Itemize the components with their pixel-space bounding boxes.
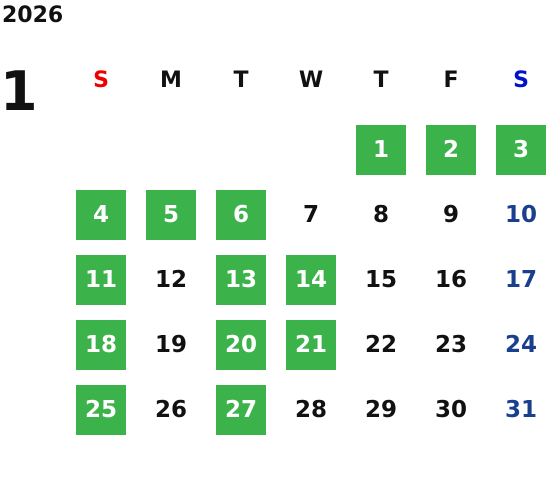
day-12[interactable]: 12 — [154, 267, 187, 293]
day-14[interactable]: 14 — [286, 255, 336, 305]
day-25[interactable]: 25 — [76, 385, 126, 435]
day-7[interactable]: 7 — [302, 202, 319, 228]
day-19[interactable]: 19 — [154, 332, 187, 358]
weekday-sunday: S — [93, 68, 109, 93]
day-28[interactable]: 28 — [294, 397, 327, 423]
day-9[interactable]: 9 — [442, 202, 459, 228]
day-24[interactable]: 24 — [504, 332, 537, 358]
day-5[interactable]: 5 — [146, 190, 196, 240]
day-2[interactable]: 2 — [426, 125, 476, 175]
month-label: 1 — [0, 60, 38, 123]
day-1[interactable]: 1 — [356, 125, 406, 175]
day-6[interactable]: 6 — [216, 190, 266, 240]
weekday-thursday: T — [373, 68, 389, 93]
day-13[interactable]: 13 — [216, 255, 266, 305]
day-16[interactable]: 16 — [434, 267, 467, 293]
day-21[interactable]: 21 — [286, 320, 336, 370]
day-18[interactable]: 18 — [76, 320, 126, 370]
weekday-tuesday: T — [233, 68, 249, 93]
day-30[interactable]: 30 — [434, 397, 467, 423]
day-11[interactable]: 11 — [76, 255, 126, 305]
weekday-friday: F — [443, 68, 459, 93]
day-15[interactable]: 15 — [364, 267, 397, 293]
day-26[interactable]: 26 — [154, 397, 187, 423]
day-20[interactable]: 20 — [216, 320, 266, 370]
day-10[interactable]: 10 — [504, 202, 537, 228]
weekday-monday: M — [160, 68, 182, 93]
day-3[interactable]: 3 — [496, 125, 546, 175]
day-23[interactable]: 23 — [434, 332, 467, 358]
day-27[interactable]: 27 — [216, 385, 266, 435]
day-4[interactable]: 4 — [76, 190, 126, 240]
day-29[interactable]: 29 — [364, 397, 397, 423]
year-label: 2026 — [2, 3, 64, 28]
day-17[interactable]: 17 — [504, 267, 537, 293]
weekday-saturday: S — [513, 68, 529, 93]
day-31[interactable]: 31 — [504, 397, 537, 423]
day-22[interactable]: 22 — [364, 332, 397, 358]
weekday-wednesday: W — [298, 68, 324, 93]
day-8[interactable]: 8 — [372, 202, 389, 228]
